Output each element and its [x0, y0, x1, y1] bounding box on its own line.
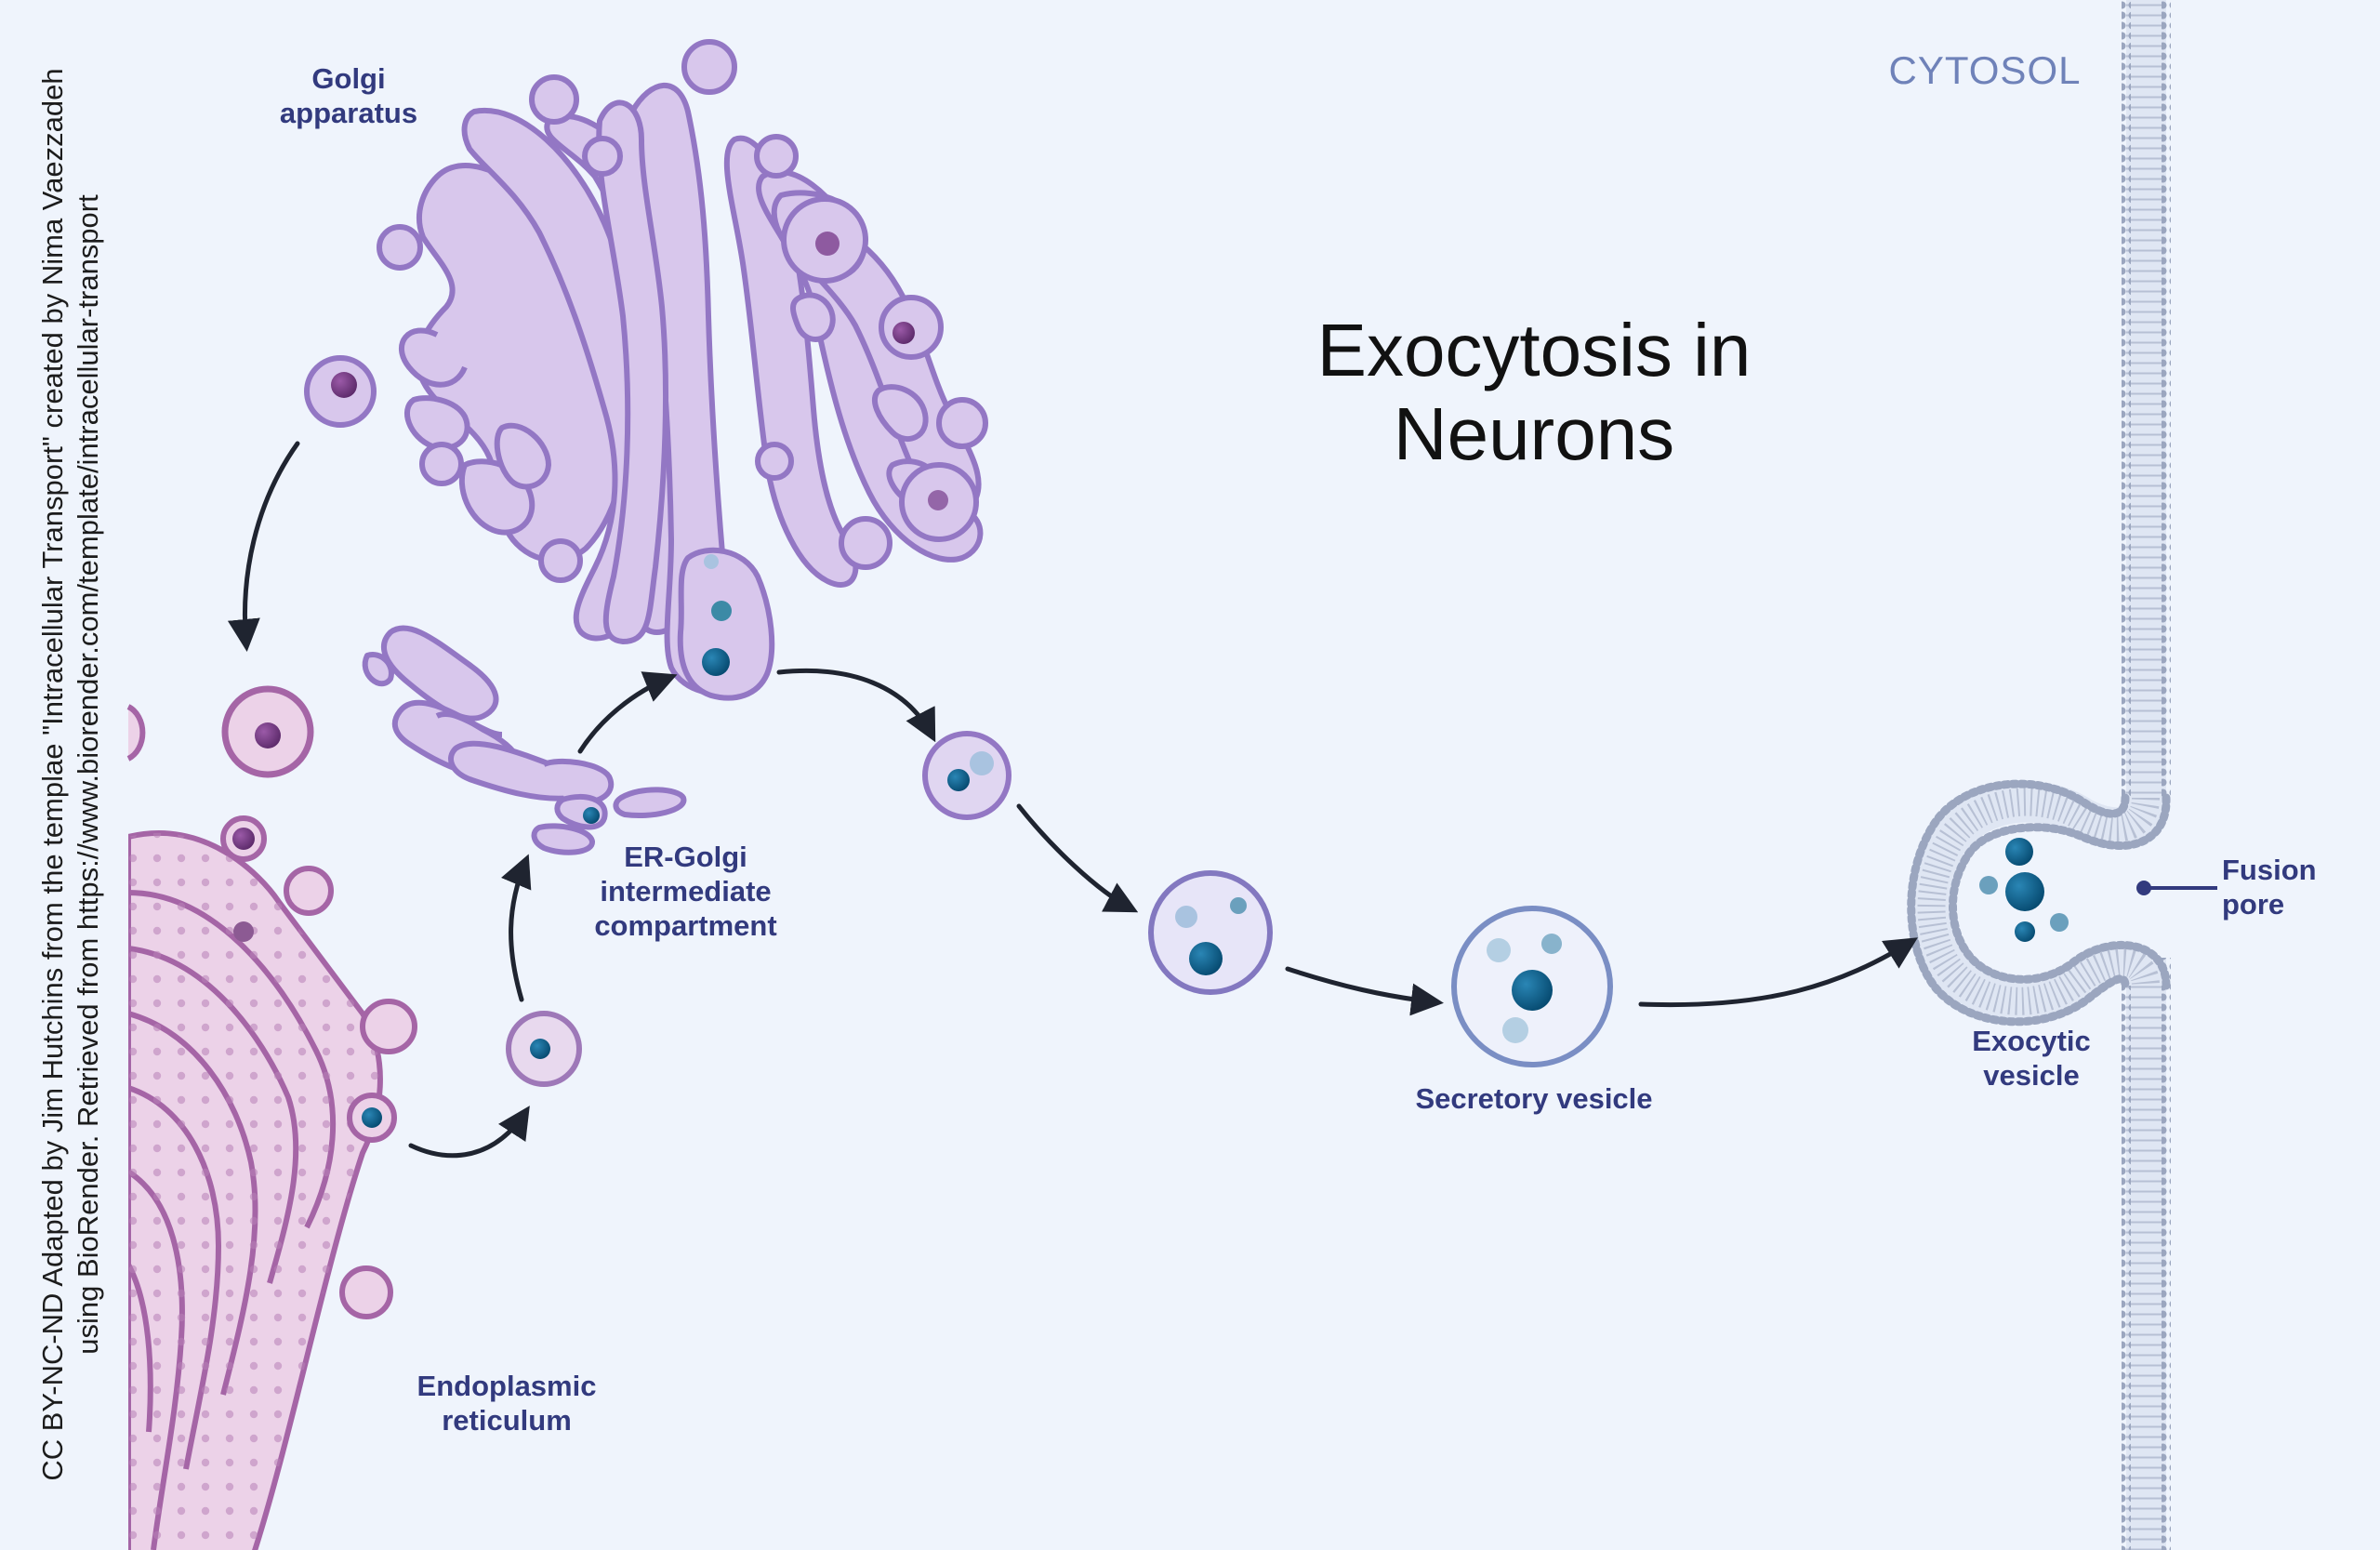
credit-line-2: using BioRender. Retrieved from https://…	[72, 194, 104, 1355]
fusion-pore-label: Fusion pore	[2222, 854, 2317, 921]
ergic-cargo	[583, 807, 600, 824]
attribution-credit: CC BY-NC-ND Adapted by Jim Hutchins from…	[35, 17, 106, 1532]
er-vesicle	[284, 866, 334, 916]
er-transport-vesicle-purple	[221, 685, 314, 778]
arrow-vesicle-to-maturing	[1016, 803, 1139, 913]
golgi-budding-tip	[677, 547, 775, 701]
transport-arrows	[227, 441, 1918, 1159]
golgi-vesicle-purple	[304, 355, 377, 428]
golgi-cargo-purple	[815, 232, 840, 256]
golgi-cargo-purple	[928, 490, 948, 510]
golgi-cargo-purple	[892, 322, 915, 344]
secretory-vesicle-label: Secretory vesicle	[1415, 1082, 1653, 1115]
er-vesicle-partial	[126, 704, 146, 762]
endoplasmic-reticulum	[128, 815, 397, 1550]
exocytic-vesicle-label: Exocytic vesicle	[1972, 1025, 2091, 1092]
cytosol-label: CYTOSOL	[1888, 48, 2082, 92]
er-exit-vesicle	[506, 1011, 582, 1087]
golgi-label: Golgi apparatus	[279, 62, 418, 129]
maturing-vesicle	[1148, 870, 1273, 995]
arrow-er-bud-to-vesicle	[408, 1106, 530, 1159]
post-golgi-vesicle	[922, 731, 1012, 820]
exocytic-vesicle	[1907, 779, 2171, 1027]
arrow-golgi-to-er	[227, 441, 300, 652]
er-label: Endoplasmic reticulum	[416, 1370, 597, 1437]
arrow-ergic-to-golgi	[577, 671, 678, 754]
diagram-title: Exocytosis in Neurons	[1316, 309, 1752, 475]
secretory-vesicle	[1451, 906, 1613, 1067]
fusion-pore-pointer	[2136, 881, 2217, 895]
arrow-maturing-to-secretory	[1285, 966, 1444, 1016]
arrow-golgi-to-vesicle	[776, 668, 936, 743]
ergic-label: ER-Golgi intermediate compartment	[594, 841, 777, 942]
er-golgi-intermediate-compartment	[362, 625, 687, 855]
er-vesicle	[360, 999, 417, 1054]
arrow-vesicle-to-ergic	[501, 854, 532, 1002]
credit-line-1: CC BY-NC-ND Adapted by Jim Hutchins from…	[36, 68, 69, 1481]
plasma-membrane	[2122, 0, 2171, 1550]
arrow-secretory-to-membrane	[1638, 937, 1918, 1008]
